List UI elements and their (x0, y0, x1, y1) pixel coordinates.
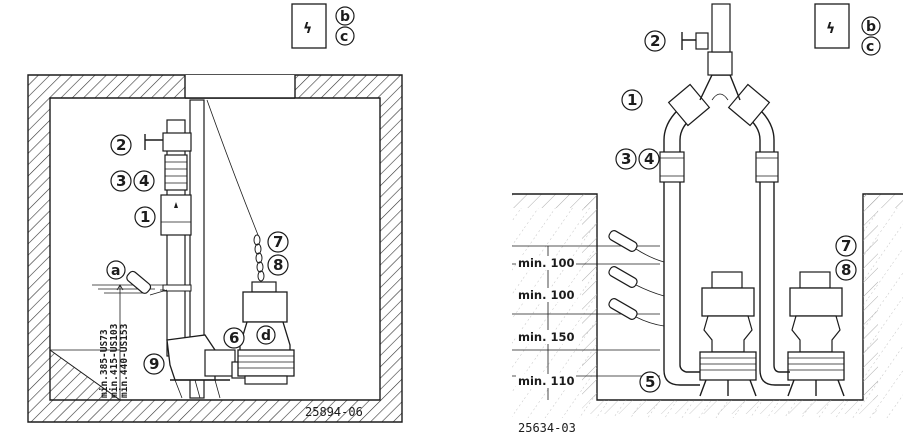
callout-b-left: b (340, 9, 350, 25)
pump-right-1 (699, 271, 757, 397)
float-switch-right-1 (608, 230, 665, 263)
dimension-label-2: min. 100 (518, 288, 575, 302)
right-figure: ϟ b c 2 1 3 4 5 7 8 min. 100 min. 100 mi… (512, 3, 903, 435)
dimension-label-1: min. 100 (518, 256, 575, 270)
callout-2-left: 2 (116, 136, 126, 154)
callout-5-right: 5 (645, 373, 655, 391)
callout-6-left: 6 (229, 329, 239, 347)
pump-right-2 (787, 271, 845, 397)
callout-8-right: 8 (841, 261, 851, 279)
float-switch-right-2 (608, 266, 665, 297)
lifting-chain (253, 234, 265, 282)
callout-a-left: a (111, 263, 120, 279)
callout-1-left: 1 (140, 208, 150, 226)
callout-2-right: 2 (650, 32, 660, 50)
figure-code-left: 25894-06 (305, 405, 363, 419)
level-label-us103: min.415-US103 (109, 323, 120, 398)
power-symbol-left: ϟ (303, 21, 312, 37)
hose-segment (164, 154, 188, 191)
callout-c-right: c (866, 39, 874, 55)
level-label-us73: min.385-US73 (99, 329, 110, 398)
callout-7-left: 7 (273, 233, 283, 251)
pump-left (237, 281, 295, 385)
float-switch-right-3 (608, 298, 665, 327)
callout-b-right: b (866, 19, 876, 35)
dimension-label-3: min. 150 (518, 330, 575, 344)
power-symbol-right: ϟ (826, 21, 835, 37)
callout-c-left: c (340, 29, 348, 45)
left-figure: ϟ b c 2 3 4 1 a 9 6 d 7 8 min.385-US73 m… (27, 3, 403, 423)
float-switch-left (126, 270, 168, 296)
dimension-label-4: min. 110 (518, 374, 575, 388)
callout-3-left: 3 (116, 172, 126, 190)
callout-4-left: 4 (139, 172, 149, 190)
callout-d-left: d (261, 328, 271, 344)
callout-3-right: 3 (621, 150, 631, 168)
callout-7-right: 7 (841, 237, 851, 255)
callout-8-left: 8 (273, 256, 283, 274)
callout-9-left: 9 (149, 355, 159, 373)
figure-code-right: 25634-03 (518, 421, 576, 435)
callout-4-right: 4 (644, 150, 654, 168)
level-label-us153: min.440-US153 (119, 323, 130, 398)
callout-1-right: 1 (627, 91, 637, 109)
